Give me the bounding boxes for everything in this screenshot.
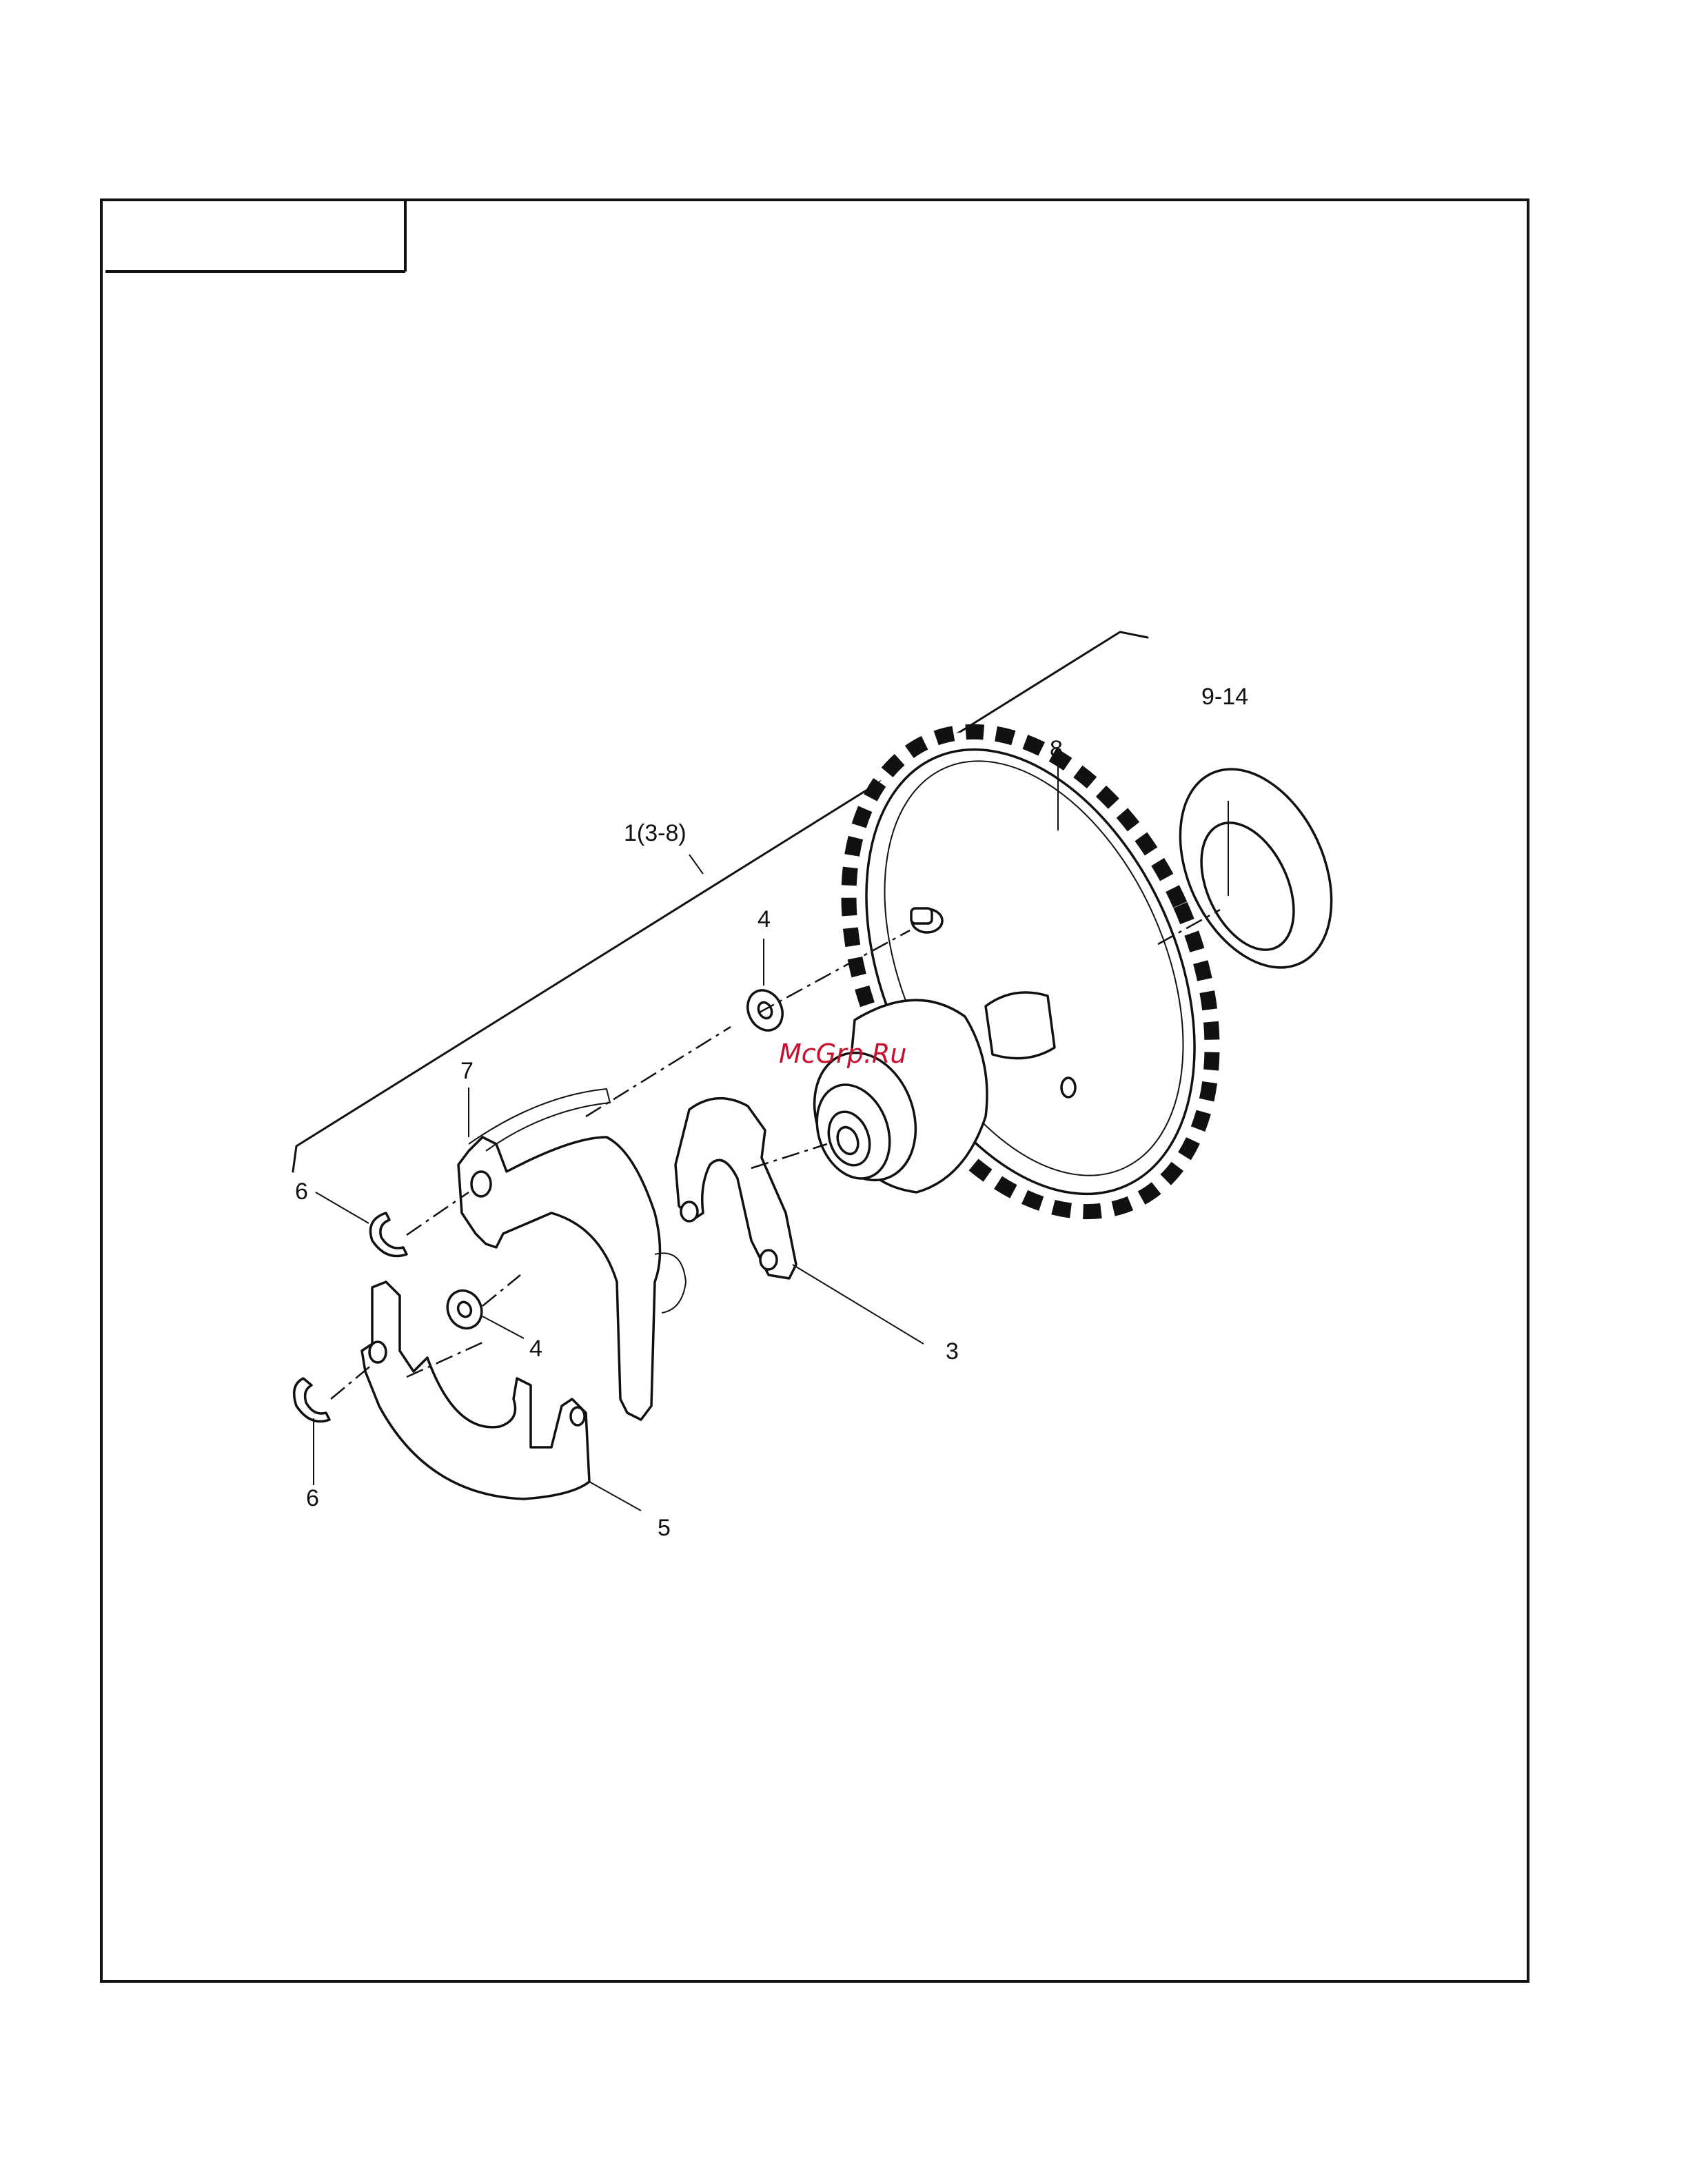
axis-line-washer xyxy=(482,1275,520,1306)
title-box xyxy=(105,200,405,272)
main-gear xyxy=(778,675,1283,1269)
callout-washer-bottom: 4 xyxy=(529,1336,542,1362)
washer-top xyxy=(742,939,789,1036)
callout-plate-lower: 5 xyxy=(658,1515,671,1541)
callout-gear: 8 xyxy=(1050,736,1063,762)
callout-shim: 9-14 xyxy=(1201,684,1248,710)
washer-bottom xyxy=(441,1285,524,1338)
assembly-leader-line xyxy=(689,855,703,874)
e-clip-upper xyxy=(371,1213,407,1256)
upper-plate xyxy=(458,1089,686,1420)
e-clip-lower xyxy=(294,1378,329,1422)
callout-clip-upper: 6 xyxy=(295,1178,308,1205)
callout-clip-lower: 6 xyxy=(306,1485,319,1511)
callout-plate-upper: 7 xyxy=(460,1058,474,1084)
axis-line-clip-upper xyxy=(407,1192,469,1235)
axis-line-clip-lower xyxy=(331,1365,372,1399)
axis-line-lower xyxy=(407,1343,482,1377)
callout-washer-top: 4 xyxy=(757,906,771,932)
watermark-text: McGrp.Ru xyxy=(779,1039,906,1069)
lower-plate xyxy=(362,1282,641,1511)
callout-lever: 3 xyxy=(946,1338,959,1365)
callout-assembly: 1(3-8) xyxy=(624,820,687,846)
e-clip-upper-leader xyxy=(316,1192,369,1223)
